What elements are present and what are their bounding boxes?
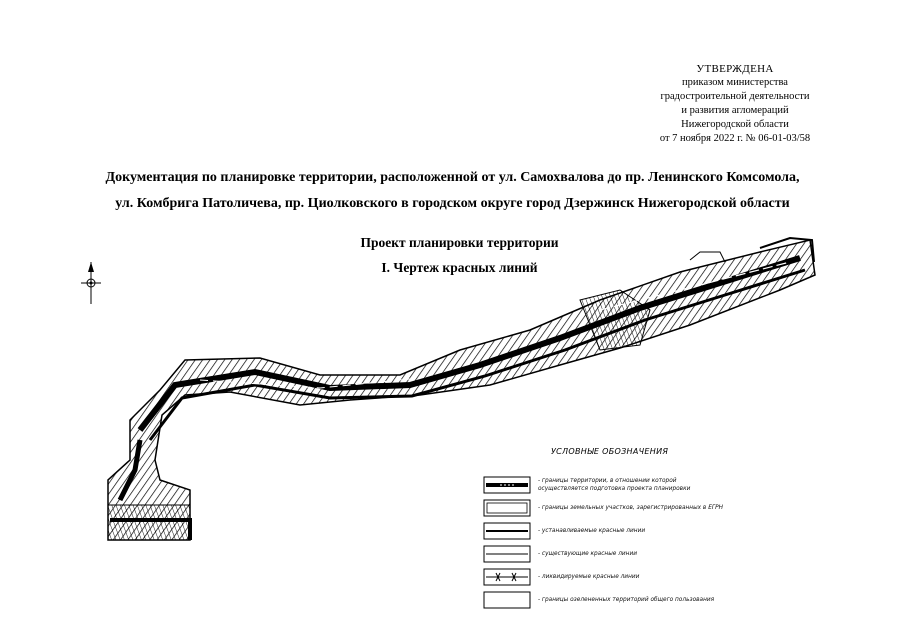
legend-item: - границы озелененных территорий общего … <box>538 596 768 604</box>
approval-line: от 7 ноября 2022 г. № 06-01-03/58 <box>659 133 811 144</box>
legend-item-text: - существующие красные линии <box>538 551 637 557</box>
document-title-line-2: ул. Комбрига Патоличева, пр. Циолковског… <box>115 196 790 211</box>
legend-item-text: - устанавливаемые красные линии <box>538 528 646 534</box>
legend-title: УСЛОВНЫЕ ОБОЗНАЧЕНИЯ <box>551 447 669 456</box>
approval-line: градостроительной деятельности <box>660 91 810 102</box>
legend-item: - существующие красные линии <box>538 550 768 558</box>
sheet-title: I. Чертеж красных линий <box>381 260 538 275</box>
approval-line: приказом министерства <box>682 77 788 88</box>
legend-item-text: - границы территории, в отношении которо… <box>538 478 677 484</box>
approval-heading: УТВЕРЖДЕНА <box>696 63 774 75</box>
project-title: Проект планировки территории <box>360 235 559 250</box>
document-title-line-1: Документация по планировке территории, р… <box>105 170 800 185</box>
approval-stamp: УТВЕРЖДЕНА приказом министерства градост… <box>600 62 870 146</box>
legend-item-text: осуществляется подготовка проекта планир… <box>538 486 691 492</box>
approval-line: и развития агломераций <box>681 105 789 116</box>
legend-item-text: - границы озелененных территорий общего … <box>538 597 715 603</box>
legend-item: - границы земельных участков, зарегистри… <box>538 504 768 512</box>
north-arrow-icon <box>81 262 101 304</box>
legend-item-text: - ликвидируемые красные линии <box>538 574 640 580</box>
planning-corridor <box>107 236 816 541</box>
legend-item: - устанавливаемые красные линии <box>538 527 768 535</box>
approval-line: Нижегородской области <box>681 119 789 130</box>
legend-symbols <box>483 476 531 609</box>
legend-item: - ликвидируемые красные линии <box>538 573 768 581</box>
legend-item: - границы территории, в отношении которо… <box>538 477 768 493</box>
legend-item-text: - границы земельных участков, зарегистри… <box>538 505 723 511</box>
